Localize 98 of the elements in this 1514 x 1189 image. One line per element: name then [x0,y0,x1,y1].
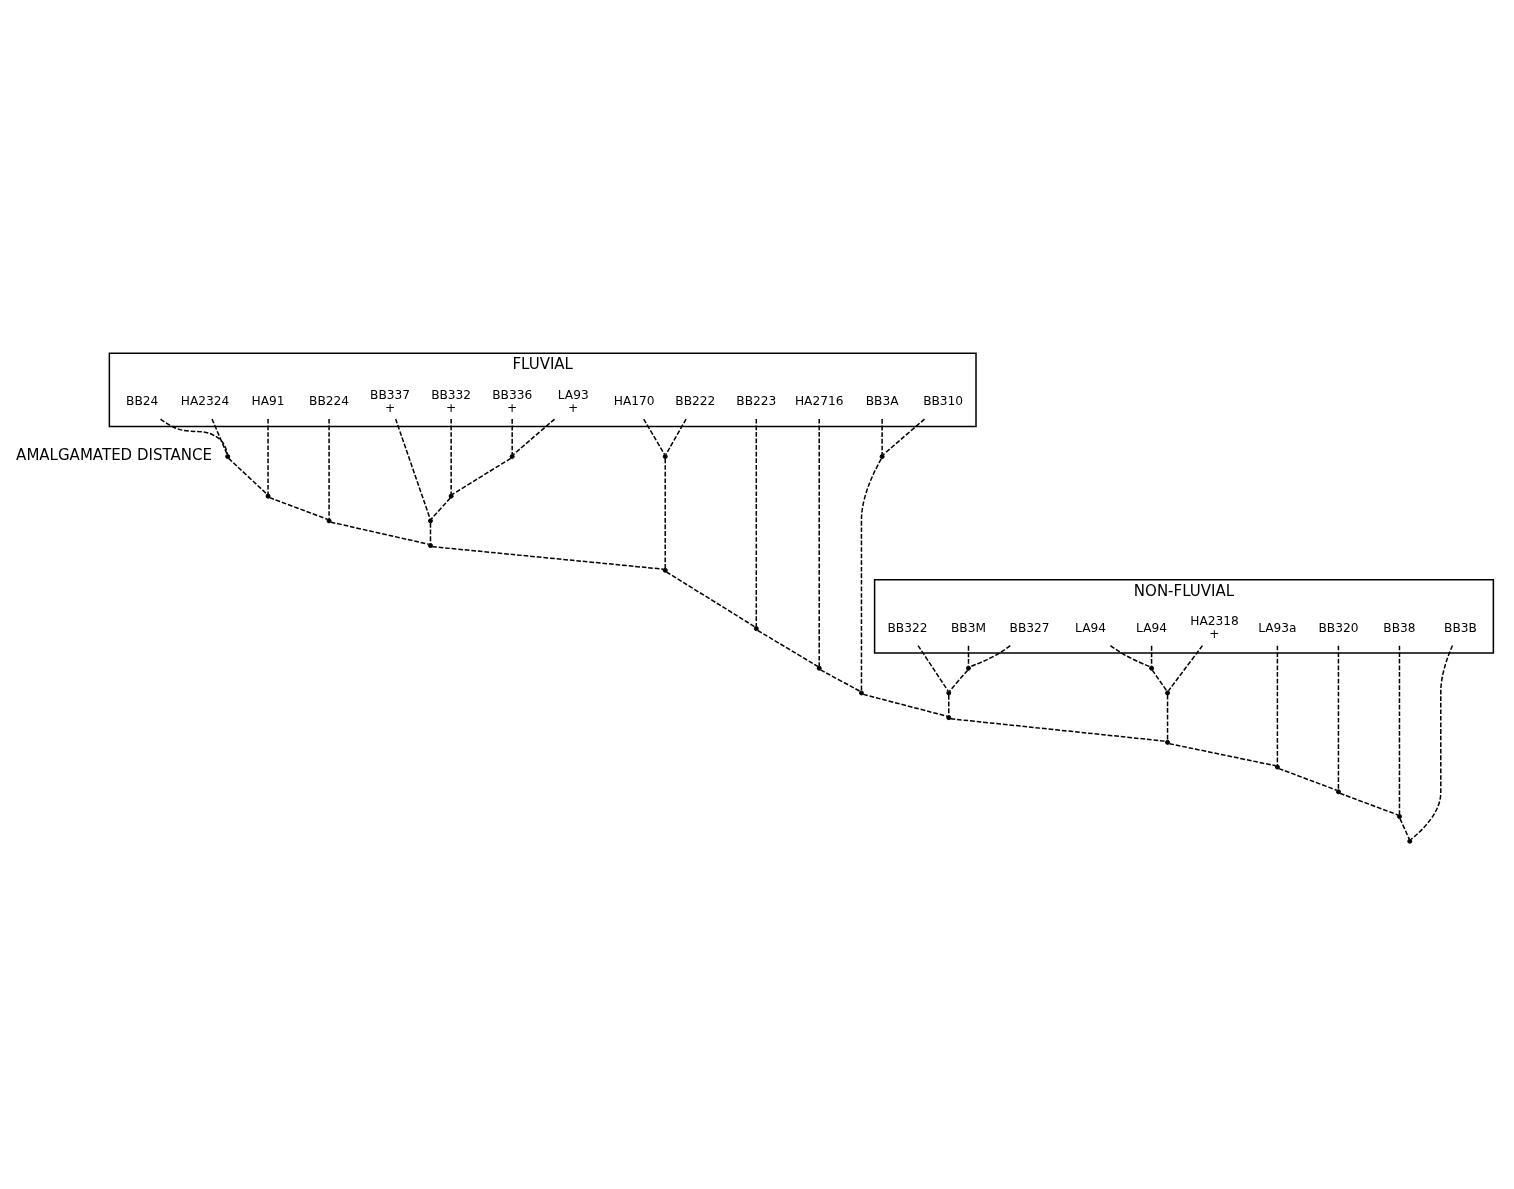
node-label: + [385,400,396,415]
node-label: + [446,400,457,415]
node-text: BB224 [309,394,350,409]
node-point [428,518,433,524]
connector [757,629,819,668]
node-point [946,690,952,696]
node-text: BB38 [1383,620,1416,635]
node-text: LA94 [1136,620,1168,635]
connector [818,418,820,667]
label: AMALGAMATED DISTANCE [16,446,212,465]
node-text: BB223 [736,394,777,409]
node-point [1149,665,1155,671]
node-point [428,543,433,549]
connector [1398,645,1401,816]
node-point [265,493,271,499]
node-text: BB222 [675,394,716,409]
connector [819,669,861,692]
node-text: BB322 [887,620,928,635]
connector [642,418,666,456]
node-text: BB3M [951,620,986,635]
node-text: HA170 [613,394,655,409]
node-point [448,493,454,499]
connector [881,418,883,456]
connector [267,418,269,495]
connector [1150,645,1153,667]
connector [330,521,430,545]
connector [862,693,948,718]
node-point [1274,764,1280,770]
connector [949,718,1167,742]
connector [1166,694,1169,741]
connector [665,571,756,628]
node-text: BB3A [865,394,899,409]
node-point [946,715,952,721]
node-label: + [568,400,579,415]
connector [1278,767,1338,791]
node-text: HA2324 [180,394,230,409]
connector [917,644,949,692]
node-point [1165,690,1171,696]
connector [755,418,758,628]
connector [512,418,556,456]
node-text: LA93a [1258,620,1297,635]
connector [664,458,666,569]
node-text: BB24 [126,394,159,409]
node-point [966,665,971,671]
connector [969,644,1012,668]
connector [227,457,268,495]
node-point [753,626,759,632]
node-text: BB337 [370,387,411,402]
connector [511,418,513,456]
node-text: HA91 [251,394,285,409]
node-text: BB3B [1444,620,1477,635]
connector [211,418,228,456]
connector [394,418,431,520]
connector [665,418,687,456]
node-text: BB332 [431,387,472,402]
node-text: BB320 [1318,620,1359,635]
node-text: HA2318 [1190,614,1239,629]
connector [1399,817,1411,840]
connector [1337,645,1340,791]
connector [268,496,329,521]
node-point [1335,789,1341,795]
connector [430,497,451,520]
node-point [1396,814,1402,819]
node-text: BB310 [923,394,964,409]
connector [1410,644,1454,840]
node-point [879,454,885,460]
node-point [225,454,231,460]
node-text: HA2716 [794,394,844,409]
connector [1167,644,1204,692]
node-point [662,454,668,460]
node-point [816,665,822,671]
connector [1276,645,1279,766]
connector [948,669,969,692]
node-text: BB336 [492,387,533,402]
node-point [326,518,332,524]
connector [450,418,452,495]
connector [1109,644,1151,668]
connector [967,645,970,667]
node-text: LA93 [557,387,589,402]
connector [159,418,229,455]
node-point [509,454,515,460]
node-point [1407,838,1413,844]
connector [948,694,950,717]
node-text: LA94 [1075,620,1107,635]
connector [451,457,512,496]
node-label: + [507,400,518,415]
connector [1339,792,1399,816]
node-point [1165,739,1171,745]
connector [1168,742,1277,767]
connector [1151,669,1168,692]
connector [431,545,665,570]
connector [882,418,926,456]
connector [860,458,882,692]
node-text: BB327 [1009,620,1050,635]
node-point [858,690,864,696]
node-point [662,567,668,573]
node-label: + [1209,627,1220,642]
connector [328,418,330,520]
